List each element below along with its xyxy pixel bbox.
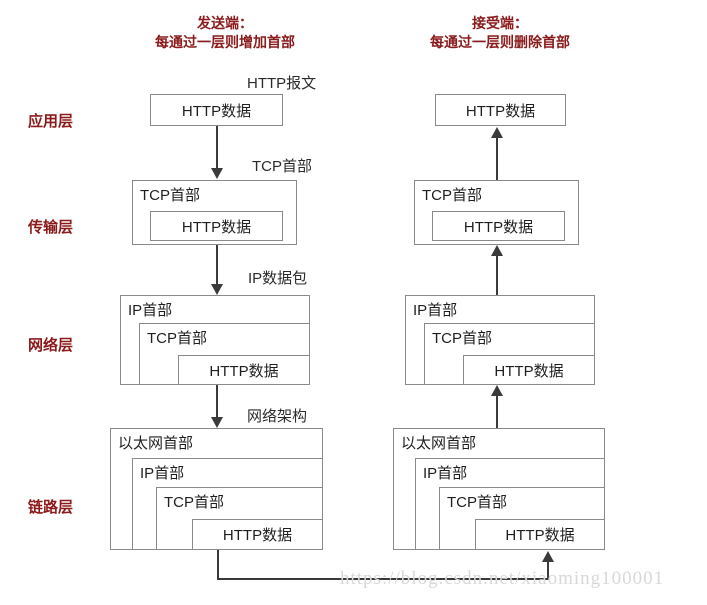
receiver-transport-tcp-box: TCP首部 [414, 180, 579, 245]
sender-transport-tcp-header-label: TCP首部 [140, 187, 201, 204]
receiver-arrow-network-to-transport [496, 256, 498, 295]
receiver-link-ethernet-header-label: 以太网首部 [401, 435, 477, 452]
receiver-link-tcp-header-label: TCP首部 [447, 494, 508, 511]
sender-arrow-network-to-link [216, 385, 218, 418]
sender-application-http-data-box: HTTP数据 [150, 94, 283, 126]
receiver-title-line2: 每通过一层则删除首部 [430, 34, 570, 50]
receiver-transport-tcp-header-label: TCP首部 [422, 187, 483, 204]
transmission-line-horizontal [217, 578, 549, 580]
annotation-http-message: HTTP报文 [247, 75, 317, 92]
receiver-link-ip-header-label: IP首部 [423, 465, 468, 482]
sender-application-http-data-label: HTTP数据 [181, 102, 252, 120]
transmission-line-vertical-left [217, 550, 219, 580]
layer-label-application: 应用层 [28, 113, 74, 130]
sender-network-http-data-label: HTTP数据 [209, 362, 279, 380]
receiver-arrow-transport-to-app [496, 137, 498, 180]
sender-title-line1: 发送端： [197, 15, 253, 31]
sender-link-http-data-label: HTTP数据 [222, 527, 293, 544]
transmission-line-vertical-right [547, 562, 549, 580]
sender-link-http-data-box: HTTP数据 [192, 519, 323, 550]
sender-arrow-transport-to-network [216, 245, 218, 285]
annotation-network-frame: 网络架构 [247, 408, 308, 425]
sender-column-title: 发送端： 每通过一层则增加首部 [120, 14, 330, 52]
receiver-transport-http-data-label: HTTP数据 [463, 218, 534, 236]
sender-network-tcp-header-label: TCP首部 [147, 330, 208, 347]
receiver-arrow-link-to-network-head-icon [491, 385, 503, 396]
sender-arrow-app-to-transport-head-icon [211, 168, 223, 179]
sender-network-http-data-box: HTTP数据 [178, 355, 310, 385]
receiver-application-http-data-box: HTTP数据 [435, 94, 566, 126]
transmission-line-arrow-head-icon [542, 551, 554, 562]
receiver-arrow-link-to-network [496, 396, 498, 428]
receiver-network-ip-header-label: IP首部 [413, 302, 458, 319]
receiver-link-http-data-box: HTTP数据 [475, 519, 605, 550]
sender-transport-tcp-box: TCP首部 [132, 180, 297, 245]
receiver-link-http-data-label: HTTP数据 [505, 527, 575, 544]
layer-label-transport: 传输层 [28, 219, 74, 236]
sender-transport-http-data-box: HTTP数据 [150, 211, 283, 241]
receiver-transport-http-data-box: HTTP数据 [432, 211, 565, 241]
receiver-network-http-data-box: HTTP数据 [463, 355, 595, 385]
sender-link-tcp-header-label: TCP首部 [164, 494, 225, 511]
watermark: https://blog.csdn.net/xiaoming100001 [340, 568, 665, 589]
sender-network-ip-header-label: IP首部 [128, 302, 173, 319]
annotation-ip-packet: IP数据包 [248, 270, 308, 287]
receiver-network-http-data-label: HTTP数据 [494, 362, 564, 380]
receiver-application-http-data-label: HTTP数据 [465, 102, 536, 120]
receiver-arrow-transport-to-app-head-icon [491, 127, 503, 138]
sender-transport-http-data-label: HTTP数据 [181, 218, 252, 236]
layer-label-network: 网络层 [28, 337, 74, 354]
annotation-tcp-header: TCP首部 [252, 158, 313, 175]
sender-link-ethernet-header-label: 以太网首部 [118, 435, 194, 452]
sender-arrow-app-to-transport [216, 126, 218, 169]
sender-link-ip-header-label: IP首部 [140, 465, 185, 482]
receiver-title-line1: 接受端： [472, 15, 528, 31]
sender-arrow-network-to-link-head-icon [211, 417, 223, 428]
receiver-column-title: 接受端： 每通过一层则删除首部 [395, 14, 605, 52]
receiver-network-tcp-header-label: TCP首部 [432, 330, 493, 347]
receiver-arrow-network-to-transport-head-icon [491, 245, 503, 256]
layer-label-link: 链路层 [28, 499, 74, 516]
sender-arrow-transport-to-network-head-icon [211, 284, 223, 295]
sender-title-line2: 每通过一层则增加首部 [155, 34, 295, 50]
